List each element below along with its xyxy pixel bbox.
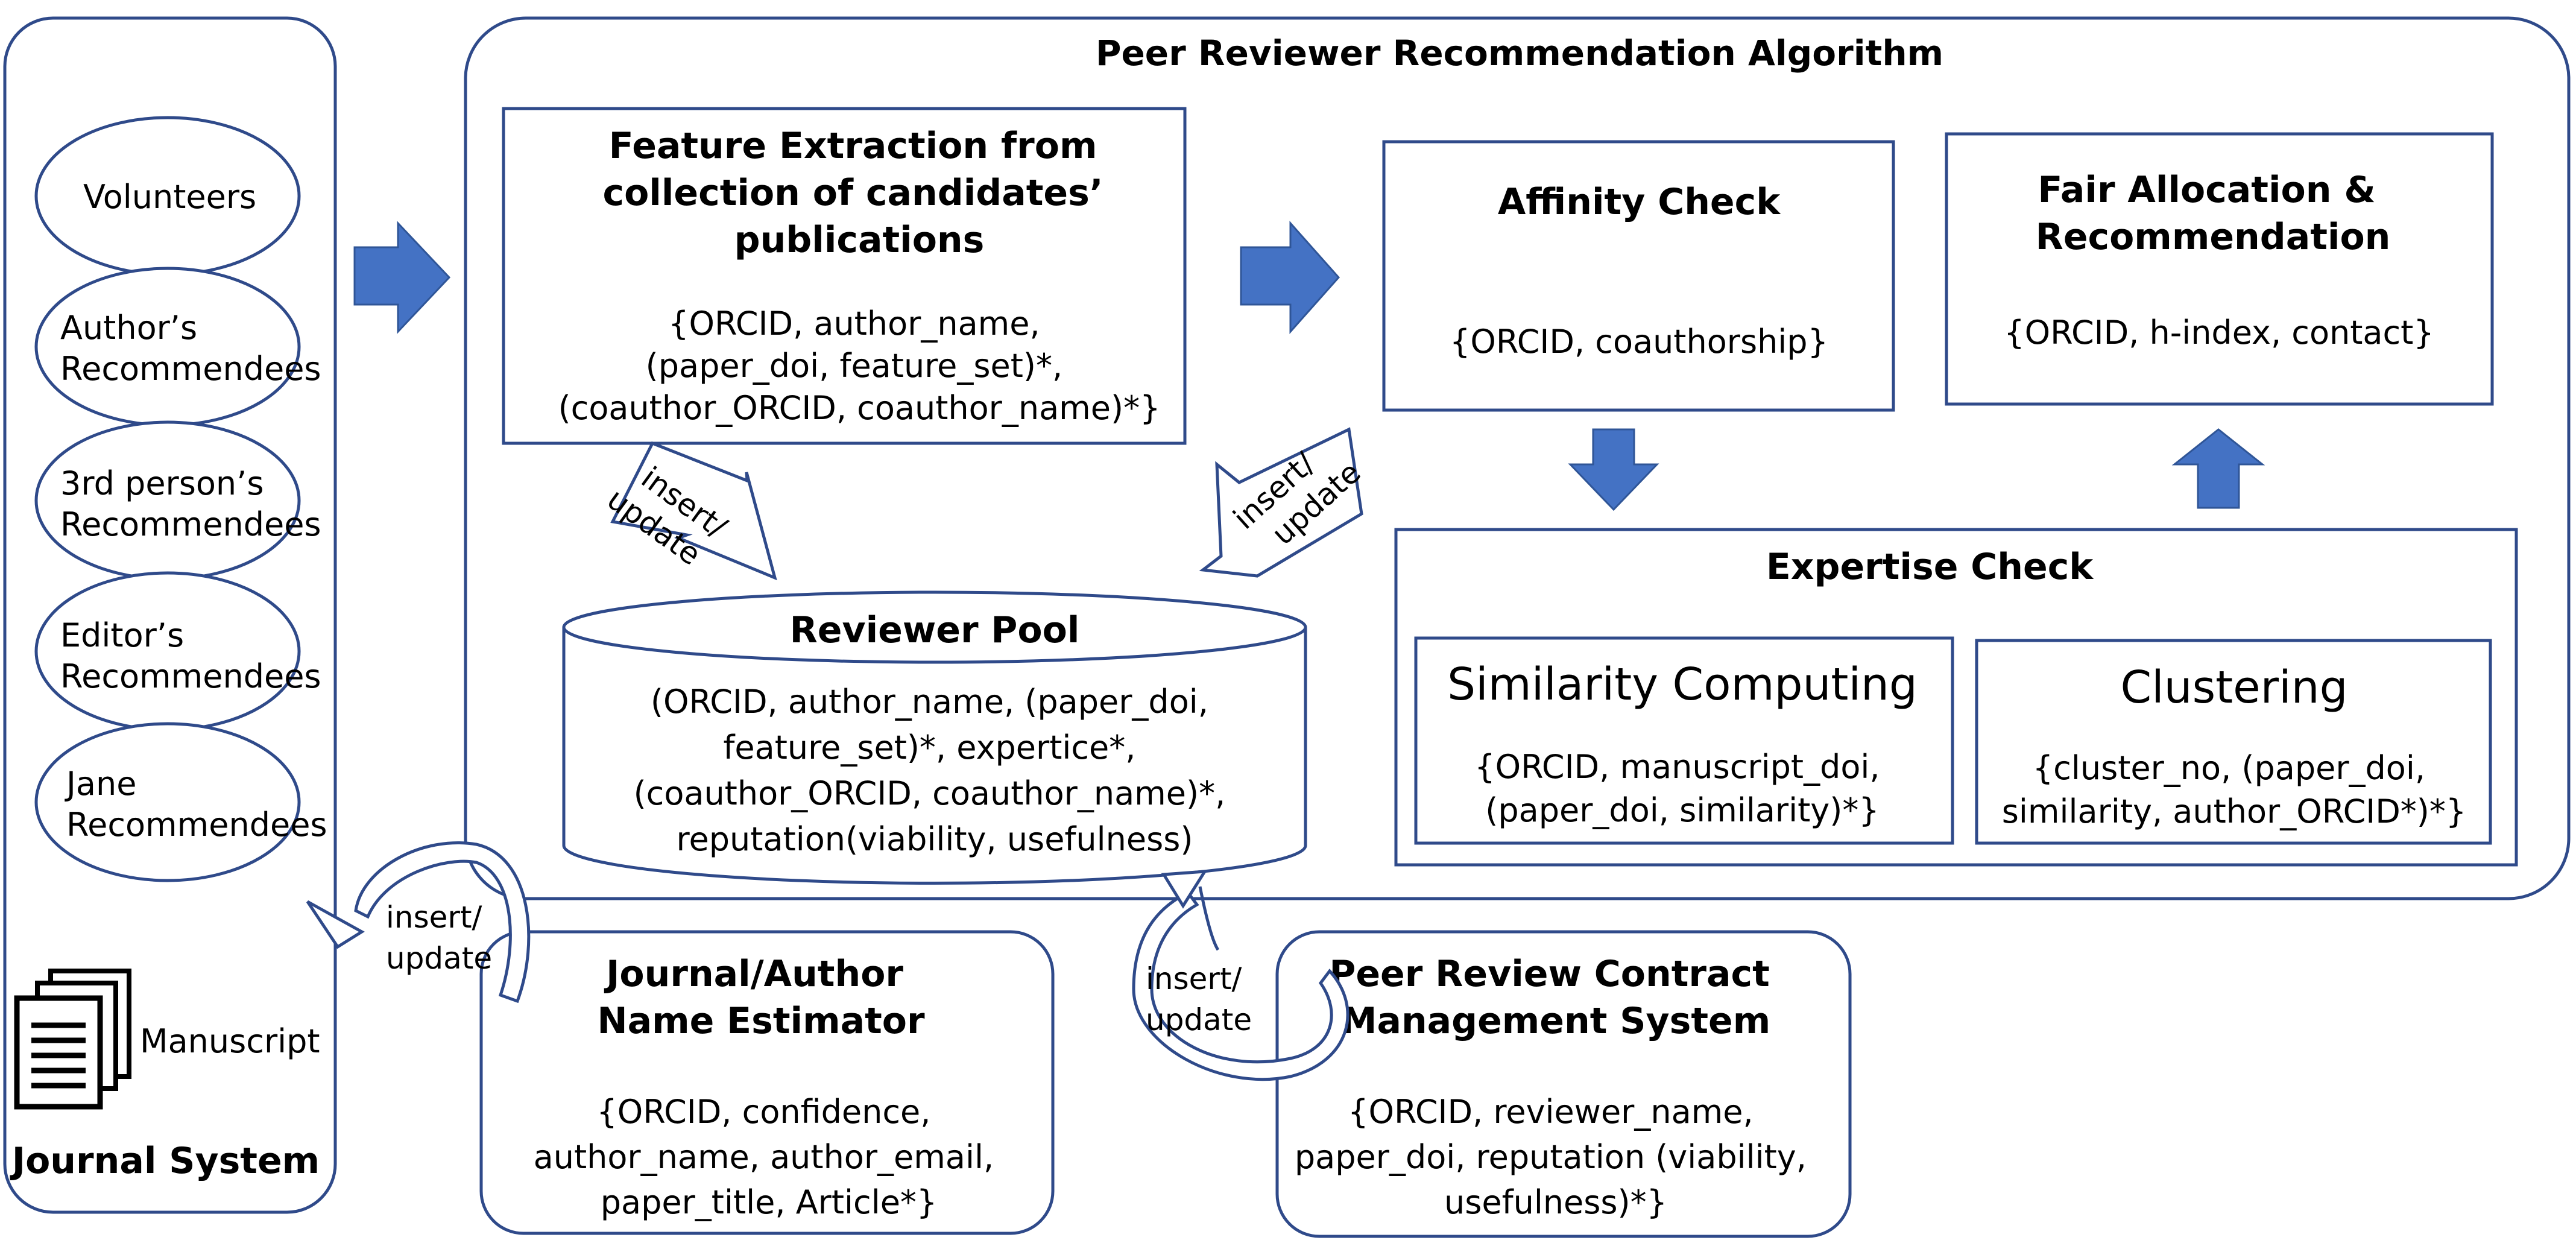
source-oval — [34, 722, 301, 882]
similarity-computing-fields: {ORCID, manuscript_doi, (paper_doi, simi… — [1474, 748, 1890, 829]
algorithm-title: Peer Reviewer Recommendation Algorithm — [1096, 33, 1943, 74]
algorithm-panel: Peer Reviewer Recommendation Algorithm F… — [464, 16, 2571, 900]
curved-arrow-head — [1161, 870, 1208, 909]
contract-system-title: Peer Review Contract Management System — [1329, 953, 1782, 1042]
journal-system-title: Journal System — [10, 1140, 320, 1182]
contract-system-frame — [1275, 930, 1852, 1238]
affinity-check-fields: {ORCID, coauthorship} — [1450, 323, 1828, 361]
curved-arrow-head — [306, 900, 365, 949]
reviewer-pool-cylinder: Reviewer Pool (ORCID, author_name, (pape… — [562, 590, 1307, 885]
name-estimator-fields: {ORCID, confidence, author_name, author_… — [534, 1093, 1005, 1221]
contract-system-box: Peer Review Contract Management System {… — [1275, 930, 1852, 1238]
insert-update-curved-arrow: insert/ update — [306, 841, 531, 1004]
name-estimator-frame — [479, 930, 1055, 1235]
fair-allocation-box: Fair Allocation & Recommendation {ORCID,… — [1945, 132, 2494, 406]
insert-update-label: insert/ update — [386, 900, 492, 976]
insert-update-label: insert/ update — [1146, 961, 1252, 1037]
feature-extraction-fields: {ORCID, author_name, (paper_doi, feature… — [558, 305, 1161, 427]
source-oval — [34, 267, 301, 427]
curved-arrow-body — [354, 841, 531, 1004]
insert-update-arrow-shape — [610, 441, 777, 581]
insert-update-arrow: insert/ update — [601, 441, 777, 581]
contract-system-fields: {ORCID, reviewer_name, paper_doi, reputa… — [1295, 1093, 1817, 1221]
stacked-documents-icon — [14, 969, 131, 1110]
reviewer-pool-top — [562, 590, 1307, 664]
insert-update-arrow: insert/ update — [1199, 427, 1368, 578]
expertise-check-frame — [1394, 528, 2518, 867]
fair-allocation-title: Fair Allocation & Recommendation — [2036, 169, 2391, 258]
algorithm-frame — [464, 16, 2571, 900]
feature-extraction-title: Feature Extraction from collection of ca… — [603, 125, 1116, 261]
clustering-fields: {cluster_no, (paper_doi, similarity, aut… — [2002, 749, 2466, 830]
similarity-computing-box: Similarity Computing {ORCID, manuscript_… — [1414, 636, 1954, 845]
source-label: Volunteers — [83, 178, 256, 216]
curved-arrow-tail — [1198, 886, 1220, 951]
feature-extraction-frame — [502, 107, 1187, 445]
affinity-check-frame — [1382, 140, 1895, 412]
feature-extraction-box: Feature Extraction from collection of ca… — [502, 107, 1187, 445]
affinity-check-box: Affinity Check {ORCID, coauthorship} — [1382, 140, 1895, 412]
name-estimator-title: Journal/Author Name Estimator — [597, 953, 925, 1042]
expertise-check-box: Expertise Check Similarity Computing {OR… — [1394, 528, 2518, 867]
flow-arrow-down — [1568, 428, 1659, 511]
affinity-check-title: Affinity Check — [1498, 181, 1781, 223]
insert-update-curved-arrow: insert/ update — [1132, 870, 1350, 1081]
reviewer-pool-fields: (ORCID, author_name, (paper_doi, feature… — [634, 683, 1236, 858]
flow-arrow-right — [1240, 221, 1340, 334]
similarity-computing-title: Similarity Computing — [1447, 659, 1918, 710]
clustering-box: Clustering {cluster_no, (paper_doi, simi… — [1975, 639, 2492, 845]
manuscript-label: Manuscript — [140, 1022, 320, 1060]
clustering-title: Clustering — [2120, 662, 2347, 713]
insert-update-arrow-shape — [1199, 427, 1363, 578]
flow-arrow-right — [353, 221, 451, 334]
flow-arrow-up — [2171, 428, 2265, 509]
reviewer-pool-title: Reviewer Pool — [790, 609, 1080, 651]
expertise-check-title: Expertise Check — [1766, 546, 2094, 588]
fair-allocation-frame — [1945, 132, 2494, 406]
reviewer-pool-body — [562, 627, 1307, 885]
journal-system-frame — [3, 16, 337, 1214]
clustering-frame — [1975, 639, 2492, 845]
name-estimator-box: Journal/Author Name Estimator {ORCID, co… — [479, 930, 1055, 1235]
fair-allocation-fields: {ORCID, h-index, contact} — [2004, 314, 2434, 352]
similarity-computing-frame — [1414, 636, 1954, 845]
